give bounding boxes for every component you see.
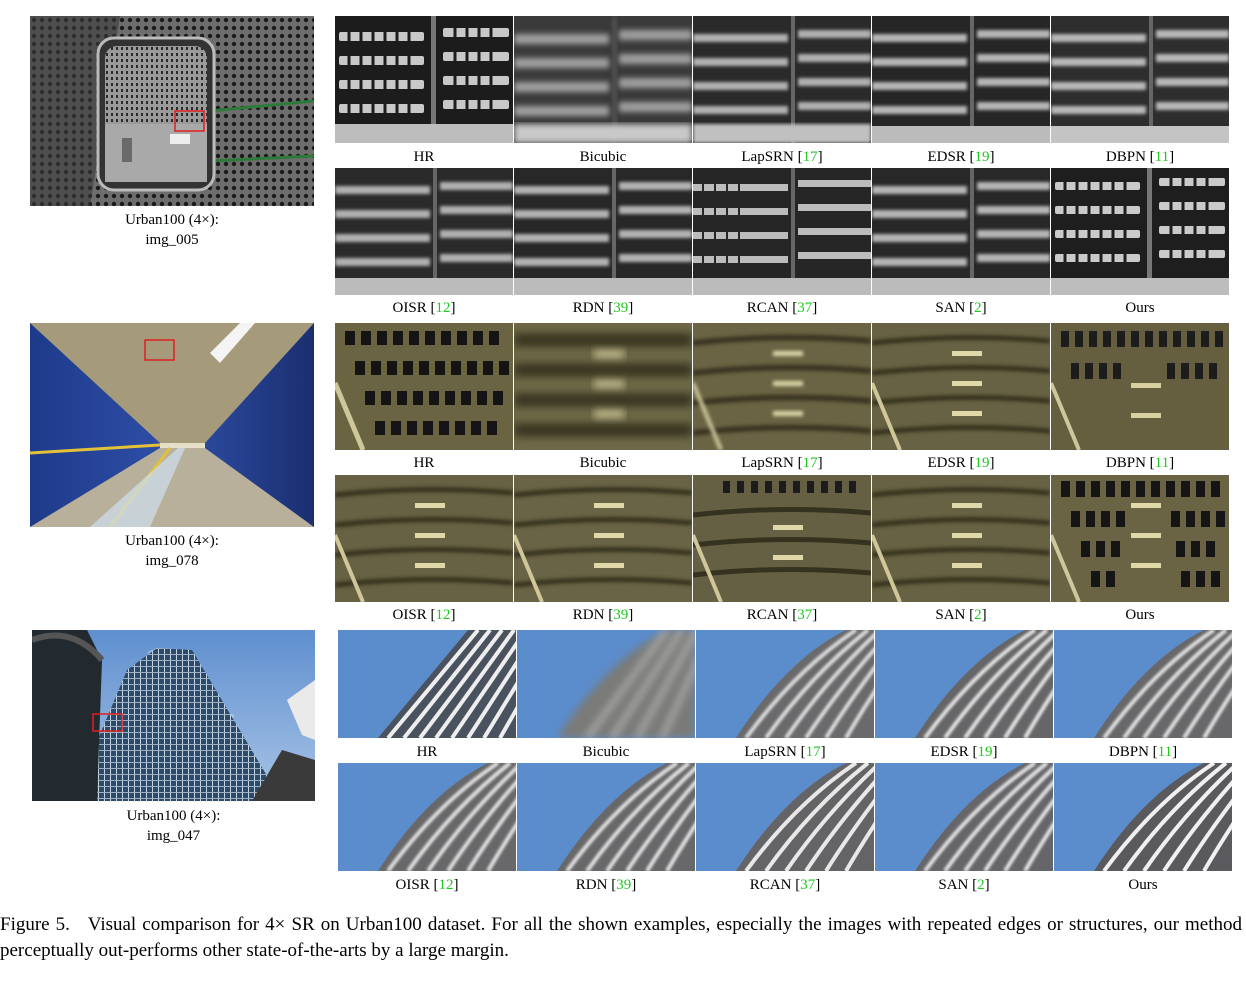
panel-label: DBPN [11] bbox=[1108, 744, 1178, 760]
citation-ref[interactable]: 2 bbox=[974, 607, 982, 623]
panel-ours bbox=[1051, 475, 1229, 602]
panel-label: Bicubic bbox=[579, 455, 627, 471]
citation-ref[interactable]: 37 bbox=[800, 877, 816, 893]
panel-rcan bbox=[696, 763, 874, 871]
panel-label: Bicubic bbox=[582, 744, 630, 760]
figure-caption: Figure 5. Visual comparison for 4× SR on… bbox=[0, 912, 1242, 964]
panel-lapsrn bbox=[693, 323, 871, 450]
panel-label: RCAN [37] bbox=[746, 300, 818, 316]
citation-ref[interactable]: 39 bbox=[613, 607, 629, 623]
dataset-label: Urban100 (4×): bbox=[125, 533, 219, 549]
panel-rdn bbox=[514, 168, 692, 295]
panel-dbpn bbox=[1051, 16, 1229, 143]
overview-image-img-005 bbox=[30, 16, 314, 206]
panel-san bbox=[872, 475, 1050, 602]
panel-rcan bbox=[693, 475, 871, 602]
citation-ref[interactable]: 19 bbox=[977, 744, 993, 760]
panel-lapsrn bbox=[696, 630, 874, 738]
panel-label: Bicubic bbox=[579, 149, 627, 165]
panel-label: EDSR [19] bbox=[927, 455, 995, 471]
panel-label: Ours bbox=[1128, 877, 1158, 893]
panel-label: LapSRN [17] bbox=[744, 744, 826, 760]
citation-ref[interactable]: 39 bbox=[616, 877, 632, 893]
panel-hr bbox=[335, 16, 513, 143]
panel-label: OISR [12] bbox=[392, 607, 456, 623]
citation-ref[interactable]: 17 bbox=[802, 455, 818, 471]
panel-label: LapSRN [17] bbox=[741, 149, 823, 165]
panel-oisr bbox=[335, 168, 513, 295]
panel-label: HR bbox=[416, 744, 438, 760]
citation-ref[interactable]: 37 bbox=[797, 607, 813, 623]
citation-ref[interactable]: 11 bbox=[1154, 149, 1170, 165]
figure-label: Figure 5. bbox=[0, 914, 70, 935]
roi-box bbox=[92, 713, 123, 732]
panel-label: RDN [39] bbox=[575, 877, 637, 893]
panel-bicubic bbox=[517, 630, 695, 738]
citation-ref[interactable]: 11 bbox=[1154, 455, 1170, 471]
panel-label: OISR [12] bbox=[395, 877, 459, 893]
panel-rcan bbox=[693, 168, 871, 295]
citation-ref[interactable]: 19 bbox=[974, 149, 990, 165]
panel-label: RDN [39] bbox=[572, 300, 634, 316]
panel-hr bbox=[338, 630, 516, 738]
image-name: img_078 bbox=[145, 553, 199, 569]
panel-label: EDSR [19] bbox=[927, 149, 995, 165]
panel-bicubic bbox=[514, 16, 692, 143]
citation-ref[interactable]: 12 bbox=[438, 877, 454, 893]
citation-ref[interactable]: 11 bbox=[1157, 744, 1173, 760]
panel-label: HR bbox=[413, 149, 435, 165]
panel-label: SAN [2] bbox=[938, 877, 990, 893]
citation-ref[interactable]: 2 bbox=[977, 877, 985, 893]
panel-dbpn bbox=[1054, 630, 1232, 738]
citation-ref[interactable]: 17 bbox=[805, 744, 821, 760]
panel-oisr bbox=[338, 763, 516, 871]
panel-lapsrn bbox=[693, 16, 871, 143]
image-name: img_005 bbox=[145, 232, 199, 248]
panel-label: OISR [12] bbox=[392, 300, 456, 316]
citation-ref[interactable]: 19 bbox=[974, 455, 990, 471]
overview-caption: Urban100 (4×): img_005 bbox=[30, 210, 314, 250]
panel-label: SAN [2] bbox=[935, 607, 987, 623]
panel-edsr bbox=[872, 323, 1050, 450]
panel-label: DBPN [11] bbox=[1105, 455, 1175, 471]
panel-label: Ours bbox=[1125, 300, 1155, 316]
citation-ref[interactable]: 12 bbox=[435, 607, 451, 623]
overview-caption: Urban100 (4×): img_047 bbox=[32, 806, 315, 846]
panel-ours bbox=[1054, 763, 1232, 871]
figure-caption-text: Visual comparison for 4× SR on Urban100 … bbox=[0, 914, 1242, 961]
dataset-label: Urban100 (4×): bbox=[125, 212, 219, 228]
overview-image-img-047 bbox=[32, 630, 315, 801]
citation-ref[interactable]: 2 bbox=[974, 300, 982, 316]
panel-label: SAN [2] bbox=[935, 300, 987, 316]
panel-san bbox=[875, 763, 1053, 871]
panel-label: RCAN [37] bbox=[746, 607, 818, 623]
panel-ours bbox=[1051, 168, 1229, 295]
panel-dbpn bbox=[1051, 323, 1229, 450]
panel-label: RDN [39] bbox=[572, 607, 634, 623]
panel-bicubic bbox=[514, 323, 692, 450]
panel-edsr bbox=[872, 16, 1050, 143]
roi-box bbox=[174, 110, 205, 132]
citation-ref[interactable]: 39 bbox=[613, 300, 629, 316]
panel-san bbox=[872, 168, 1050, 295]
dataset-label: Urban100 (4×): bbox=[126, 808, 221, 824]
overview-caption: Urban100 (4×): img_078 bbox=[30, 531, 314, 571]
panel-label: Ours bbox=[1125, 607, 1155, 623]
citation-ref[interactable]: 12 bbox=[435, 300, 451, 316]
panel-label: EDSR [19] bbox=[930, 744, 998, 760]
panel-hr bbox=[335, 323, 513, 450]
image-name: img_047 bbox=[146, 828, 201, 844]
panel-oisr bbox=[335, 475, 513, 602]
panel-label: HR bbox=[413, 455, 435, 471]
panel-rdn bbox=[514, 475, 692, 602]
citation-ref[interactable]: 17 bbox=[802, 149, 818, 165]
roi-box bbox=[144, 339, 175, 361]
panel-edsr bbox=[875, 630, 1053, 738]
citation-ref[interactable]: 37 bbox=[797, 300, 813, 316]
panel-label: RCAN [37] bbox=[749, 877, 821, 893]
overview-image-img-078 bbox=[30, 323, 314, 527]
panel-label: LapSRN [17] bbox=[741, 455, 823, 471]
panel-rdn bbox=[517, 763, 695, 871]
panel-label: DBPN [11] bbox=[1105, 149, 1175, 165]
